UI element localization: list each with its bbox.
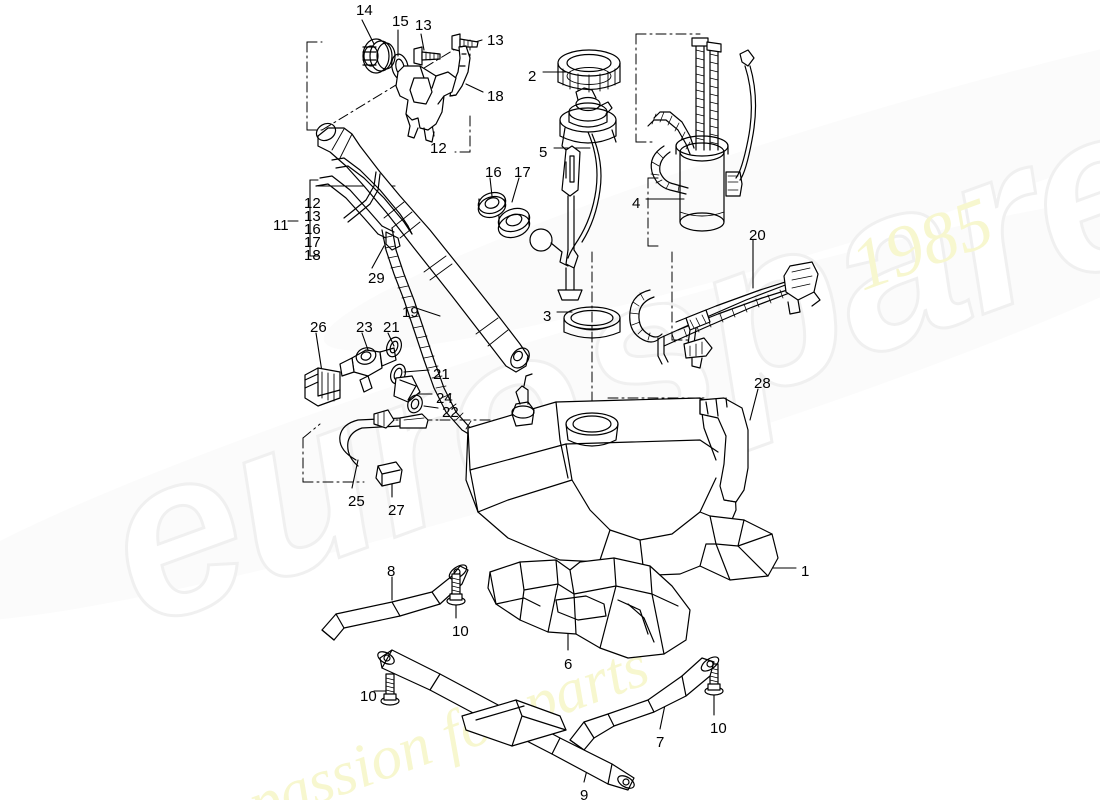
callout-20: 20: [749, 227, 766, 244]
callout-10: 10: [710, 720, 727, 737]
callout-28: 28: [754, 375, 771, 392]
part-11-filler-neck: [315, 122, 530, 373]
callout-8: 8: [387, 563, 396, 580]
part-7-strap-right: [569, 656, 720, 751]
callout-27: 27: [388, 502, 405, 519]
callout-21: 21: [383, 319, 400, 336]
callout-17: 17: [514, 164, 531, 181]
part-20-harness: [629, 261, 821, 369]
part-27-retaining-clip: [375, 461, 403, 487]
part-10-bolt-b: [380, 673, 400, 706]
callout-14: 14: [356, 2, 373, 19]
callout-16: 16: [485, 164, 502, 181]
callout-11: 11: [273, 217, 289, 234]
callout-10: 10: [360, 688, 377, 705]
part-12-bracket: [395, 65, 457, 143]
callout-13: 13: [415, 17, 432, 34]
part-14-fuel-cap: [362, 38, 396, 74]
callout-2: 2: [528, 68, 537, 85]
callout-21: 21: [433, 366, 450, 383]
callout-10: 10: [452, 623, 469, 640]
callout-29: 29: [368, 270, 385, 287]
part-26-bracket-clip: [304, 367, 341, 407]
callout-23: 23: [356, 319, 373, 336]
callout-4: 4: [632, 195, 641, 212]
part-25-ground-strap: [339, 409, 429, 467]
callout-5: 5: [539, 144, 548, 161]
callout-22: 22: [442, 404, 459, 421]
part-4-fuel-pump: [647, 37, 757, 232]
callout-26: 26: [310, 319, 327, 336]
callout-15: 15: [392, 13, 409, 30]
callout-3: 3: [543, 308, 552, 325]
callout-9: 9: [580, 787, 589, 800]
callout-12: 12: [430, 140, 447, 157]
callout-25: 25: [348, 493, 365, 510]
callout-6: 6: [564, 656, 573, 673]
part-2-lock-ring: [557, 49, 621, 93]
part-23-connector: [339, 347, 397, 393]
callout-18: 18: [304, 247, 321, 264]
callout-7: 7: [656, 734, 665, 751]
part-9-cross-brace: [377, 649, 635, 791]
callout-18: 18: [487, 88, 504, 105]
callout-19: 19: [402, 304, 419, 321]
part-5-level-sender: [529, 87, 617, 301]
callout-1: 1: [801, 563, 810, 580]
part-24-hose: [393, 375, 421, 403]
part-13-bolt-a: [413, 46, 441, 66]
callout-13: 13: [487, 32, 504, 49]
